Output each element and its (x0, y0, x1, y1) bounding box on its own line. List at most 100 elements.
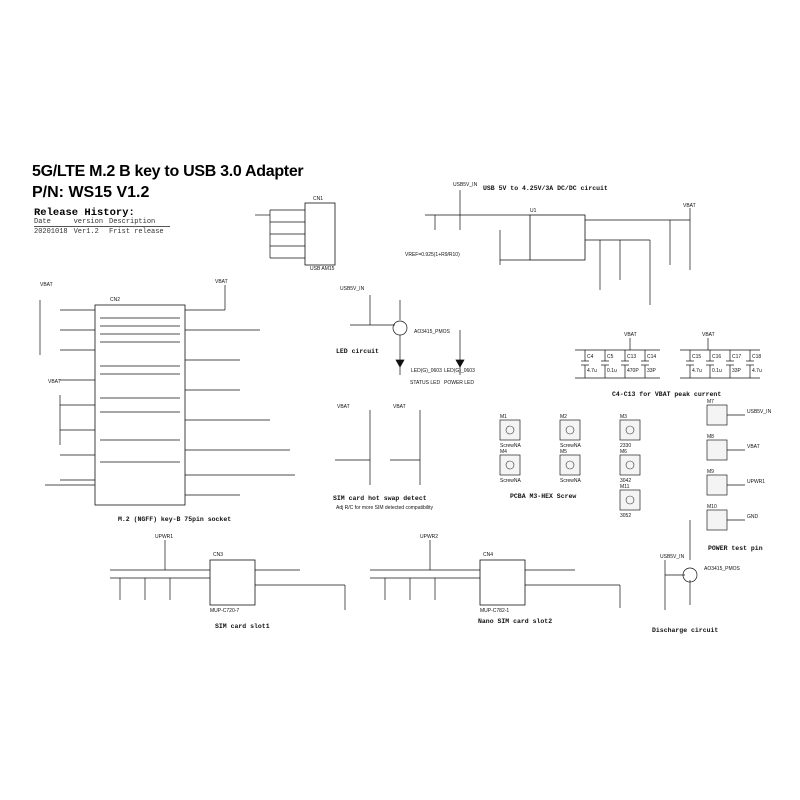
vbat-caps-block: C4-C13 for VBAT peak current VBAT VBAT C… (575, 332, 762, 398)
dcdc-block: USB 5V to 4.25V/3A DC/DC circuit USB5V_I… (405, 182, 696, 305)
screw-hole (565, 425, 575, 435)
sim1-connector (209, 559, 256, 606)
sim2-block: UPWR2 CN4 MUP-C782-1 Nano SIM card slot2 (370, 534, 621, 625)
screw-hole (625, 425, 635, 435)
screw-hole (505, 425, 515, 435)
cap-ref: C17 (732, 354, 741, 360)
usb5v-net-discharge: USB5V_IN (660, 554, 685, 560)
cap-value: 0.1u (712, 368, 722, 374)
release-cell-description: Frist release (109, 228, 164, 236)
led-caption: LED circuit (336, 348, 379, 355)
cap-value: 0.1u (607, 368, 617, 374)
power-pin-pad (706, 439, 728, 461)
sim-detect-block: VBAT VBAT SIM card hot swap detect Adj R… (333, 404, 433, 511)
release-col-date: Date (34, 218, 74, 227)
led-circuit-block: LED circuit USB5V_IN AO3415_PMOS LED(G)_… (336, 286, 475, 386)
u1-ref: U1 (530, 208, 537, 214)
screw-pad (559, 454, 581, 476)
power-pin-pad (706, 509, 728, 531)
m2-socket-caption: M.2 (NGFF) key-B 75pin socket (118, 516, 231, 523)
screw-value: 3052 (620, 513, 631, 519)
screw-ref: M1 (500, 414, 507, 420)
power-pin-net: VBAT (747, 444, 760, 450)
d2-part: LED(G)_0603 (444, 368, 475, 374)
release-col-description: Description (109, 218, 170, 227)
screw-hole (505, 460, 515, 470)
release-col-version: version (73, 218, 110, 227)
sim1-part: MUP-C720-7 (210, 608, 239, 614)
usb-connector-body (304, 202, 336, 266)
screw-value: ScrewNA (500, 443, 522, 449)
screw-value: 2330 (620, 443, 631, 449)
power-pin-pad (706, 404, 728, 426)
vbat-net-caps-a: VBAT (624, 332, 637, 338)
vbat-net-caps-b: VBAT (702, 332, 715, 338)
screw-ref: M6 (620, 449, 627, 455)
m2-connector-body (94, 304, 186, 506)
release-cell-version: Ver1.2 (73, 228, 99, 236)
screw-hole (625, 460, 635, 470)
power-pins-caption: POWER test pin (708, 545, 763, 552)
status-led-label: STATUS LED (410, 380, 440, 386)
d1-part: LED(G)_0603 (411, 368, 442, 374)
cap-value: 470P (627, 368, 639, 374)
vbat-net-simdet-b: VBAT (393, 404, 406, 410)
screw-pad (619, 419, 641, 441)
cap-value: 33P (647, 368, 657, 374)
power-pin-pad (706, 474, 728, 496)
vbat-net-m2-mid: VBAT (48, 379, 61, 385)
screw-hole (625, 495, 635, 505)
power-pin-ref: M9 (707, 469, 714, 475)
m2-socket-block: CN2 VBAT VBAT VBAT M.2 (NGFF) key-B 75pi… (39, 279, 295, 523)
cap-value: 4.7u (587, 368, 597, 374)
sim2-caption: Nano SIM card slot2 (478, 618, 552, 625)
vbat-caps-caption: C4-C13 for VBAT peak current (612, 391, 721, 398)
upwr1-net: UPWR1 (155, 534, 173, 540)
screw-value: ScrewNA (560, 443, 582, 449)
q1-part: AO3415_PMOS (414, 329, 451, 335)
usb-connector-block: CN1 USB AM15 (255, 196, 336, 272)
vbat-net-dcdc: VBAT (683, 203, 696, 209)
usb-connector-part: USB AM15 (310, 266, 335, 272)
cn4-ref: CN4 (483, 552, 493, 558)
usb5v-net-led: USB5V_IN (340, 286, 365, 292)
cn3-ref: CN3 (213, 552, 223, 558)
sim1-caption: SIM card slot1 (215, 623, 270, 630)
discharge-caption: Discharge circuit (652, 627, 718, 634)
cap-value: 33P (732, 368, 742, 374)
power-pin-ref: M8 (707, 434, 714, 440)
upwr2-net: UPWR2 (420, 534, 438, 540)
screw-hole (565, 460, 575, 470)
sim-detect-caption: SIM card hot swap detect (333, 495, 427, 502)
release-history-heading: Release History: (34, 207, 135, 219)
vbat-net-simdet-a: VBAT (337, 404, 350, 410)
screw-pad (499, 454, 521, 476)
cap-ref: C14 (647, 354, 656, 360)
power-pin-net: USB5V_IN (747, 409, 772, 415)
discharge-block: USB5V_IN AO3415_PMOS Discharge circuit (652, 520, 741, 634)
release-cell-date: 20201018 (34, 228, 68, 236)
vbat-net-m2-right: VBAT (215, 279, 228, 285)
sim2-part: MUP-C782-1 (480, 608, 509, 614)
screw-ref: M11 (620, 484, 630, 490)
cap-value: 4.7u (692, 368, 702, 374)
cap-ref: C13 (627, 354, 636, 360)
vbat-net-m2-left: VBAT (40, 282, 53, 288)
power-led-label: POWER LED (444, 380, 474, 386)
vref-note: VREF=0.925(1+R9/R10) (405, 252, 460, 258)
cap-ref: C4 (587, 354, 594, 360)
power-pin-net: GND (747, 514, 759, 520)
cap-ref: C16 (712, 354, 721, 360)
screws-caption: PCBA M3-HEX Screw (510, 493, 576, 500)
screw-value: 3042 (620, 478, 631, 484)
dcdc-ic (529, 214, 586, 261)
screws-block: M1ScrewNAM2ScrewNAM32330M4ScrewNAM5Screw… (499, 414, 641, 519)
screw-ref: M3 (620, 414, 627, 420)
q2-part: AO3415_PMOS (704, 566, 741, 572)
sim2-connector (479, 559, 526, 606)
dcdc-caption: USB 5V to 4.25V/3A DC/DC circuit (483, 185, 608, 192)
screw-ref: M5 (560, 449, 567, 455)
